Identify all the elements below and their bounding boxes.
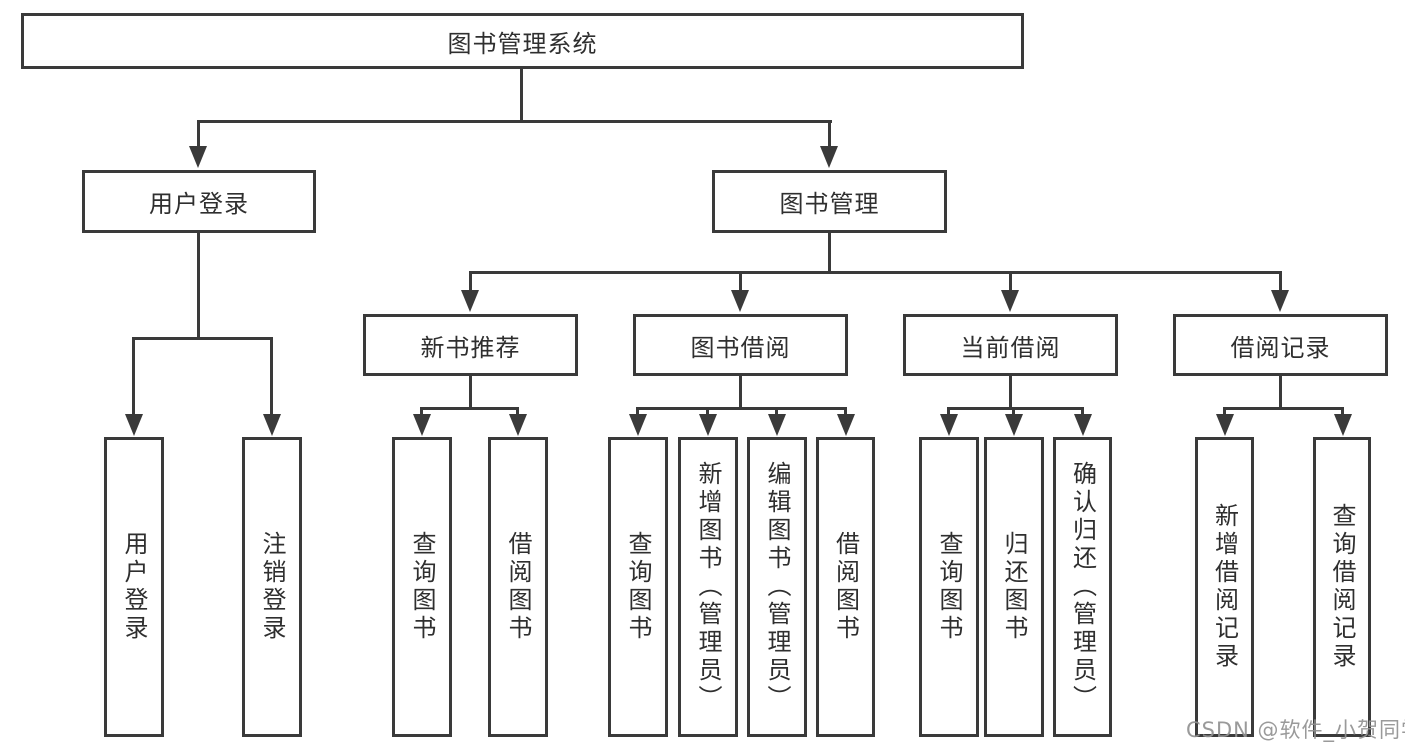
- arrow-down-icon: [629, 414, 647, 436]
- node-current-borrow-label: 当前借阅: [960, 333, 1061, 362]
- connector-line: [1009, 271, 1012, 293]
- connector-line: [828, 120, 831, 150]
- leaf-current-query-books: 查询图书: [919, 437, 979, 737]
- node-user-login-label: 用户登录: [149, 190, 249, 218]
- leaf-borrow-borrow-books: 借阅图书: [816, 437, 875, 737]
- arrow-down-icon: [1005, 414, 1023, 436]
- node-book-management: 图书管理: [712, 170, 947, 233]
- node-new-book-recommend-label: 新书推荐: [420, 333, 521, 362]
- arrow-down-icon: [1001, 290, 1019, 312]
- leaf-current-confirm-return: 确认归还（管理员）: [1053, 437, 1112, 737]
- connector-line: [469, 271, 472, 293]
- connector-line: [197, 233, 200, 337]
- connector-line: [197, 120, 832, 123]
- connector-line: [1341, 407, 1344, 416]
- leaf-borrow-query-books-label: 查询图书: [624, 531, 652, 643]
- node-library-system: 图书管理系统: [21, 13, 1024, 69]
- connector-line: [775, 407, 778, 416]
- connector-line: [132, 337, 135, 415]
- arrow-down-icon: [461, 290, 479, 312]
- connector-line: [828, 233, 831, 271]
- node-user-login: 用户登录: [82, 170, 316, 233]
- node-book-borrow-label: 图书借阅: [690, 333, 791, 362]
- leaf-logout-label: 注销登录: [258, 531, 286, 643]
- connector-line: [1012, 407, 1015, 416]
- csdn-watermark: CSDN @软件_小贺同学: [1186, 718, 1405, 742]
- connector-line: [420, 407, 423, 416]
- connector-line: [520, 69, 523, 120]
- leaf-borrow-add-books: 新增图书（管理员）: [678, 437, 738, 737]
- leaf-records-add-record-label: 新增借阅记录: [1210, 503, 1239, 671]
- leaf-borrow-borrow-books-label: 借阅图书: [831, 531, 860, 643]
- connector-line: [1223, 407, 1226, 416]
- leaf-borrow-query-books: 查询图书: [608, 437, 668, 737]
- connector-line: [270, 337, 273, 415]
- arrow-down-icon: [837, 414, 855, 436]
- leaf-current-return-books-label: 归还图书: [1000, 531, 1028, 643]
- connector-line: [706, 407, 709, 416]
- arrow-down-icon: [263, 414, 281, 436]
- leaf-records-add-record: 新增借阅记录: [1195, 437, 1254, 737]
- connector-line: [469, 271, 1282, 274]
- arrow-down-icon: [1216, 414, 1234, 436]
- connector-line: [1223, 407, 1344, 410]
- arrow-down-icon: [509, 414, 527, 436]
- arrow-down-icon: [731, 290, 749, 312]
- connector-line: [132, 337, 273, 340]
- connector-line: [947, 407, 1084, 410]
- arrow-down-icon: [413, 414, 431, 436]
- connector-line: [947, 407, 950, 416]
- arrow-down-icon: [189, 146, 207, 168]
- leaf-current-return-books: 归还图书: [984, 437, 1044, 737]
- connector-line: [636, 407, 847, 410]
- node-library-system-label: 图书管理系统: [447, 29, 598, 58]
- connector-line: [739, 376, 742, 407]
- leaf-current-query-books-label: 查询图书: [935, 531, 963, 643]
- arrow-down-icon: [1074, 414, 1092, 436]
- leaf-user-login: 用户登录: [104, 437, 164, 737]
- connector-line: [1279, 376, 1282, 407]
- leaf-user-login-label: 用户登录: [120, 531, 148, 643]
- node-current-borrow: 当前借阅: [903, 314, 1118, 376]
- leaf-current-confirm-return-label: 确认归还（管理员）: [1068, 461, 1097, 713]
- leaf-logout: 注销登录: [242, 437, 302, 737]
- node-borrow-records: 借阅记录: [1173, 314, 1388, 376]
- arrow-down-icon: [768, 414, 786, 436]
- arrow-down-icon: [820, 146, 838, 168]
- connector-line: [197, 120, 200, 150]
- connector-line: [469, 376, 472, 407]
- connector-line: [1279, 271, 1282, 293]
- leaf-records-query-record-label: 查询借阅记录: [1328, 503, 1356, 671]
- arrow-down-icon: [1334, 414, 1352, 436]
- connector-line: [636, 407, 639, 416]
- arrow-down-icon: [699, 414, 717, 436]
- leaf-records-query-record: 查询借阅记录: [1313, 437, 1371, 737]
- node-borrow-records-label: 借阅记录: [1230, 333, 1331, 362]
- leaf-recommend-query-books: 查询图书: [392, 437, 452, 737]
- node-new-book-recommend: 新书推荐: [363, 314, 578, 376]
- arrow-down-icon: [940, 414, 958, 436]
- leaf-recommend-borrow-books-label: 借阅图书: [504, 531, 532, 643]
- leaf-recommend-borrow-books: 借阅图书: [488, 437, 548, 737]
- connector-line: [1009, 376, 1012, 407]
- leaf-borrow-edit-books: 编辑图书（管理员）: [747, 437, 807, 737]
- connector-line: [516, 407, 519, 416]
- connector-line: [1081, 407, 1084, 416]
- leaf-borrow-edit-books-label: 编辑图书（管理员）: [763, 461, 791, 713]
- arrow-down-icon: [125, 414, 143, 436]
- leaf-borrow-add-books-label: 新增图书（管理员）: [694, 461, 722, 713]
- node-book-borrow: 图书借阅: [633, 314, 848, 376]
- connector-line: [420, 407, 519, 410]
- arrow-down-icon: [1271, 290, 1289, 312]
- connector-line: [844, 407, 847, 416]
- node-book-management-label: 图书管理: [779, 190, 880, 218]
- leaf-recommend-query-books-label: 查询图书: [408, 531, 436, 643]
- connector-line: [739, 271, 742, 293]
